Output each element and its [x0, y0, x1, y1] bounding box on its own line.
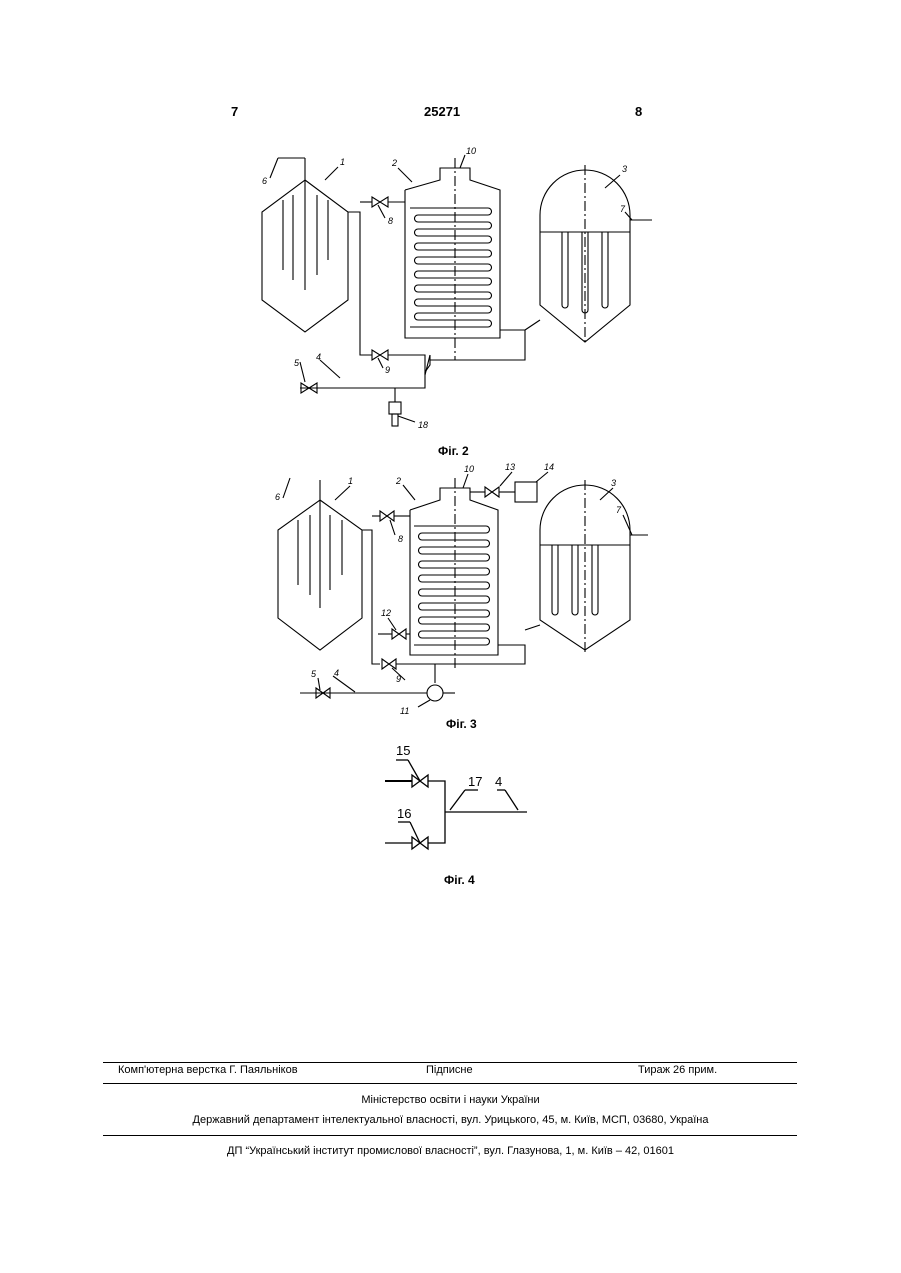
label-9: 9 — [385, 365, 390, 375]
label-5: 5 — [311, 669, 317, 679]
label-6: 6 — [262, 176, 267, 186]
heat-exchanger-2 — [410, 488, 498, 655]
figure-4: 15 16 17 4 Фіг. 4 — [385, 743, 527, 887]
footer-rule-middle — [103, 1083, 797, 1084]
footer-rule-top — [103, 1062, 797, 1063]
label-10: 10 — [464, 464, 474, 474]
label-3: 3 — [611, 478, 616, 488]
label-4: 4 — [316, 352, 321, 362]
label-5: 5 — [294, 358, 300, 368]
circulation-note: Тираж 26 прим. — [638, 1064, 717, 1076]
label-4: 4 — [495, 774, 502, 789]
label-10: 10 — [466, 146, 476, 156]
label-8: 8 — [388, 216, 393, 226]
figure-2-caption: Фіг. 2 — [438, 444, 469, 458]
institute-line: ДП “Український інститут промислової вла… — [0, 1145, 901, 1157]
label-15: 15 — [396, 743, 410, 758]
label-12: 12 — [381, 608, 391, 618]
layout-credit: Комп'ютерна верстка Г. Паяльніков — [118, 1064, 298, 1076]
figure-2: 1 2 3 4 5 6 7 8 9 10 18 Фіг. 2 — [262, 146, 652, 458]
label-14: 14 — [544, 462, 554, 472]
department-line: Державний департамент інтелектуальної вл… — [0, 1114, 901, 1126]
label-3: 3 — [622, 164, 627, 174]
label-16: 16 — [397, 806, 411, 821]
label-7: 7 — [616, 505, 622, 515]
label-6: 6 — [275, 492, 280, 502]
label-18: 18 — [418, 420, 428, 430]
label-17: 17 — [468, 774, 482, 789]
label-11: 11 — [400, 706, 409, 716]
footer-rule-bottom — [103, 1135, 797, 1136]
ministry-line: Міністерство освіти і науки України — [0, 1094, 901, 1106]
label-9: 9 — [396, 674, 401, 684]
figure-4-caption: Фіг. 4 — [444, 873, 475, 887]
label-1: 1 — [340, 157, 345, 167]
signed-note: Підписне — [426, 1064, 473, 1076]
figure-3: 1 2 3 4 5 6 7 8 9 10 11 12 13 14 Фіг. 3 — [275, 462, 648, 731]
label-2: 2 — [391, 158, 397, 168]
label-8: 8 — [398, 534, 403, 544]
label-4: 4 — [334, 668, 339, 678]
label-1: 1 — [348, 476, 353, 486]
label-13: 13 — [505, 462, 515, 472]
figure-3-caption: Фіг. 3 — [446, 717, 477, 731]
label-2: 2 — [395, 476, 401, 486]
